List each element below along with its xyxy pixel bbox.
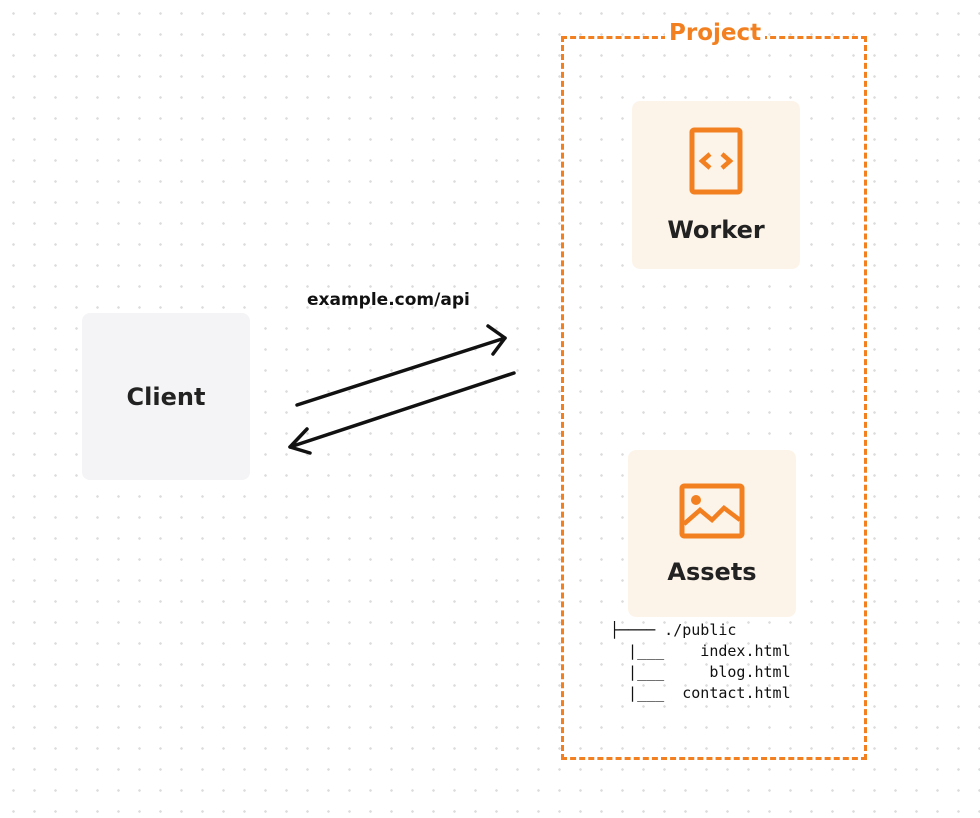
worker-label: Worker	[667, 216, 765, 244]
worker-node: Worker	[632, 101, 800, 269]
file-tree: ├──── ./public |___ index.html |___ blog…	[610, 620, 791, 704]
request-arrow	[295, 324, 507, 407]
tree-line: |___ blog.html	[610, 663, 791, 681]
image-icon	[679, 483, 745, 538]
connection-label: example.com/api	[307, 290, 470, 310]
assets-node: Assets	[628, 450, 796, 617]
tree-line: ├──── ./public	[610, 621, 737, 639]
project-title: Project	[665, 20, 766, 46]
client-label: Client	[126, 382, 206, 411]
response-arrow	[288, 371, 516, 455]
assets-label: Assets	[667, 557, 757, 586]
client-node: Client	[82, 313, 250, 480]
code-file-icon	[689, 127, 743, 195]
tree-line: |___ contact.html	[610, 684, 791, 702]
tree-line: |___ index.html	[610, 642, 791, 660]
